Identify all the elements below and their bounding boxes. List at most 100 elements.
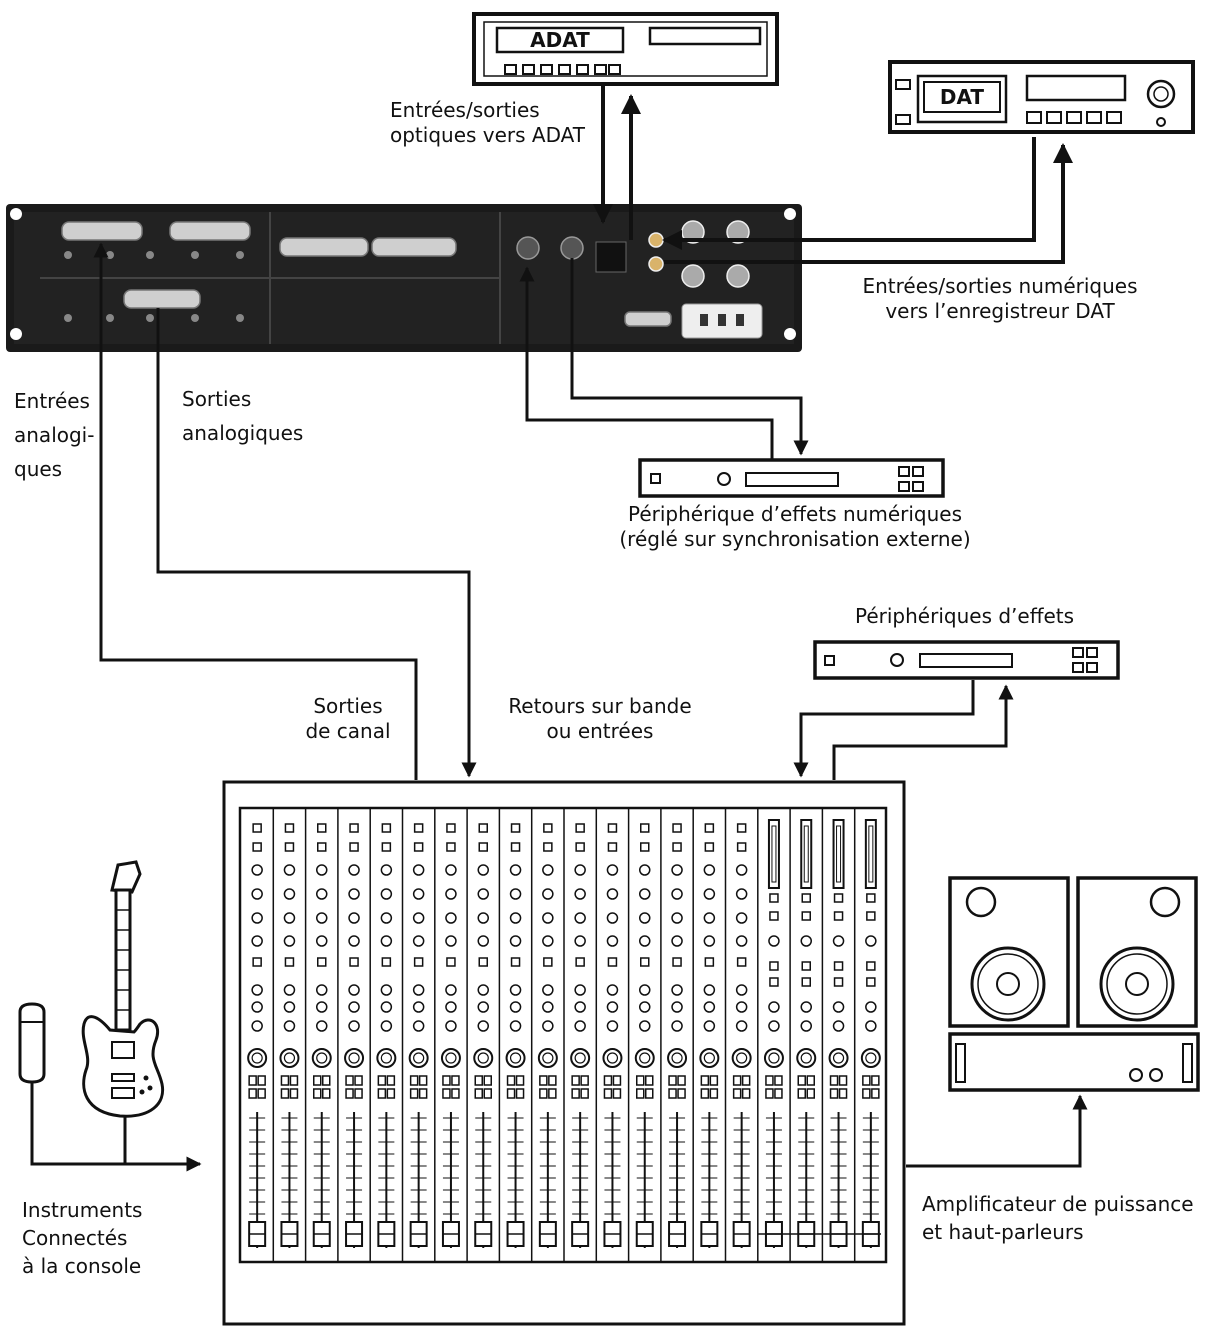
connection-lines bbox=[30, 84, 1088, 1172]
strip-knob bbox=[380, 1001, 393, 1013]
strip-knob bbox=[671, 1001, 683, 1013]
strip-switch bbox=[349, 957, 359, 967]
strip-knob bbox=[768, 1001, 780, 1013]
strip-pan-knob-inner bbox=[283, 1052, 296, 1064]
strip-button bbox=[732, 1075, 742, 1086]
strip-knob bbox=[316, 864, 328, 876]
strip-button bbox=[838, 1088, 848, 1099]
strip-button bbox=[418, 1088, 428, 1099]
strip-knob bbox=[542, 984, 554, 996]
strip-switch bbox=[736, 842, 747, 852]
strip-button bbox=[732, 1088, 742, 1099]
strip-switch bbox=[640, 842, 650, 852]
strip-pan-knob-inner bbox=[703, 1052, 715, 1064]
strip-button bbox=[345, 1075, 354, 1086]
strip-knob bbox=[865, 935, 877, 947]
strip-button bbox=[506, 1075, 516, 1086]
strip-switch bbox=[381, 842, 392, 852]
strip-switch bbox=[381, 823, 392, 833]
strip-switch bbox=[769, 893, 779, 903]
strip-button bbox=[548, 1088, 557, 1099]
strip-switch bbox=[510, 957, 521, 967]
strip-button bbox=[248, 1075, 257, 1086]
strip-switch bbox=[575, 957, 585, 967]
strip-knob bbox=[574, 1001, 586, 1013]
audio-interface-rack bbox=[6, 204, 802, 352]
strip-button bbox=[741, 1075, 751, 1086]
strip-pan-knob-inner bbox=[316, 1052, 328, 1064]
strip-switch bbox=[252, 842, 262, 852]
strip-switch bbox=[769, 977, 779, 987]
strip-button bbox=[612, 1088, 622, 1099]
strip-button bbox=[700, 1075, 710, 1086]
strip-switch bbox=[801, 961, 811, 971]
strip-knob bbox=[316, 912, 328, 924]
master-meter bbox=[800, 819, 813, 889]
strip-button bbox=[539, 1075, 548, 1086]
strip-switch bbox=[833, 893, 844, 903]
microphone bbox=[18, 1002, 46, 1100]
strip-button bbox=[409, 1075, 419, 1086]
fx-devices-label: Périphériques d’effets bbox=[855, 604, 1075, 628]
strip-knob bbox=[477, 1001, 489, 1013]
strip-knob bbox=[800, 935, 812, 947]
strip-knob bbox=[445, 888, 457, 900]
strip-knob bbox=[445, 1001, 457, 1013]
strip-knob bbox=[639, 888, 651, 900]
strip-button bbox=[386, 1075, 396, 1086]
strip-knob bbox=[574, 935, 586, 947]
strip-knob bbox=[477, 888, 489, 900]
strip-button bbox=[829, 1088, 839, 1099]
strip-knob bbox=[445, 864, 457, 876]
strip-pan-knob bbox=[537, 1048, 558, 1068]
strip-knob bbox=[283, 912, 296, 924]
strip-button bbox=[313, 1075, 322, 1086]
strip-button bbox=[515, 1088, 525, 1099]
strip-knob bbox=[832, 1020, 845, 1032]
strip-knob bbox=[574, 888, 586, 900]
strip-switch bbox=[349, 842, 359, 852]
strip-knob bbox=[283, 888, 296, 900]
strip-knob bbox=[671, 912, 683, 924]
strip-switch bbox=[801, 977, 811, 987]
strip-button bbox=[871, 1088, 880, 1099]
strip-knob bbox=[800, 1020, 812, 1032]
strip-pan-knob-inner bbox=[477, 1052, 489, 1064]
strip-pan-knob bbox=[344, 1048, 365, 1068]
strip-button bbox=[354, 1075, 363, 1086]
strip-switch bbox=[866, 911, 876, 921]
strip-pan-knob-inner bbox=[606, 1052, 619, 1064]
strip-switch bbox=[607, 842, 618, 852]
strip-pan-knob-inner bbox=[736, 1052, 748, 1064]
strip-switch bbox=[252, 823, 262, 833]
electric-guitar bbox=[81, 860, 165, 1118]
strip-switch bbox=[543, 842, 553, 852]
strip-switch bbox=[413, 823, 424, 833]
strip-button bbox=[709, 1075, 719, 1086]
strip-knob bbox=[768, 935, 780, 947]
strip-button bbox=[580, 1075, 589, 1086]
strip-knob bbox=[380, 935, 393, 947]
strip-pan-knob bbox=[570, 1048, 591, 1068]
tape-returns-label: Retours sur bande ou entrées bbox=[508, 694, 692, 743]
strip-knob bbox=[542, 864, 554, 876]
strip-knob bbox=[283, 935, 296, 947]
strip-button bbox=[418, 1075, 428, 1086]
dat-label: DAT bbox=[940, 85, 985, 109]
strip-button bbox=[645, 1088, 654, 1099]
strip-knob bbox=[671, 888, 683, 900]
strip-knob bbox=[380, 984, 393, 996]
strip-button bbox=[709, 1088, 719, 1099]
strip-pan-knob bbox=[408, 1048, 429, 1068]
speakers-and-amp bbox=[948, 876, 1200, 1092]
strip-knob bbox=[606, 888, 619, 900]
amp-speakers-label: Amplificateur de puissance et haut-parle… bbox=[922, 1192, 1194, 1244]
strip-switch bbox=[833, 961, 844, 971]
strip-knob bbox=[509, 864, 522, 876]
strip-knob bbox=[251, 864, 263, 876]
strip-knob bbox=[445, 1020, 457, 1032]
fx-device bbox=[813, 640, 1120, 680]
strip-knob bbox=[639, 912, 651, 924]
strip-switch bbox=[317, 842, 327, 852]
